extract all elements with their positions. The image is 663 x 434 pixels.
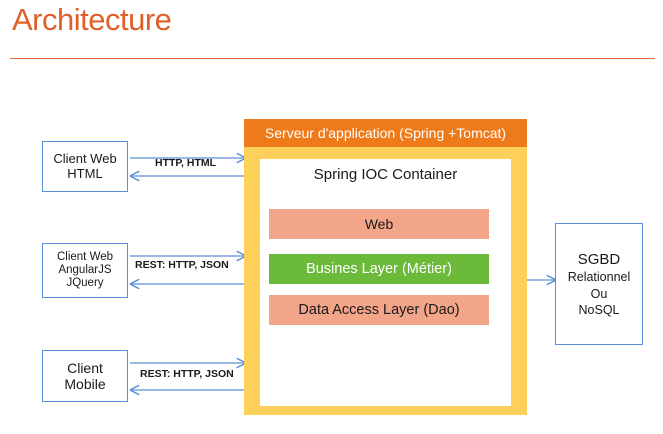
- conn-label-mobile: REST: HTTP, JSON: [140, 368, 234, 380]
- client-label: Mobile: [64, 376, 106, 392]
- database-label: SGBD: [577, 250, 621, 268]
- dao-layer: Data Access Layer (Dao): [269, 295, 489, 325]
- client-label: Client Web: [53, 150, 117, 166]
- ioc-container: Spring IOC Container Web Busines Layer (…: [260, 159, 511, 406]
- application-server: Serveur d'application (Spring +Tomcat) S…: [244, 119, 527, 415]
- server-header: Serveur d'application (Spring +Tomcat): [244, 119, 527, 147]
- client-web-angular-box: Client Web AngularJS JQuery: [42, 243, 128, 298]
- database-label: Relationnel: [567, 270, 631, 285]
- page-title: Architecture: [12, 2, 172, 37]
- title-divider: [10, 58, 655, 59]
- client-label: JQuery: [66, 277, 104, 290]
- database-label: Ou: [590, 286, 608, 301]
- database-box: SGBD Relationnel Ou NoSQL: [555, 223, 643, 345]
- client-label: AngularJS: [58, 263, 112, 276]
- client-label: Client Web: [56, 250, 114, 263]
- conn-label-angular: REST: HTTP, JSON: [135, 259, 229, 271]
- database-label: NoSQL: [578, 302, 620, 317]
- client-label: HTML: [67, 165, 103, 181]
- web-layer: Web: [269, 209, 489, 239]
- client-web-html-box: Client Web HTML: [42, 141, 128, 192]
- container-title: Spring IOC Container: [313, 166, 458, 183]
- client-mobile-box: Client Mobile: [42, 350, 128, 402]
- business-layer: Busines Layer (Métier): [269, 254, 489, 284]
- conn-label-html: HTTP, HTML: [155, 157, 217, 169]
- client-label: Client: [67, 359, 103, 376]
